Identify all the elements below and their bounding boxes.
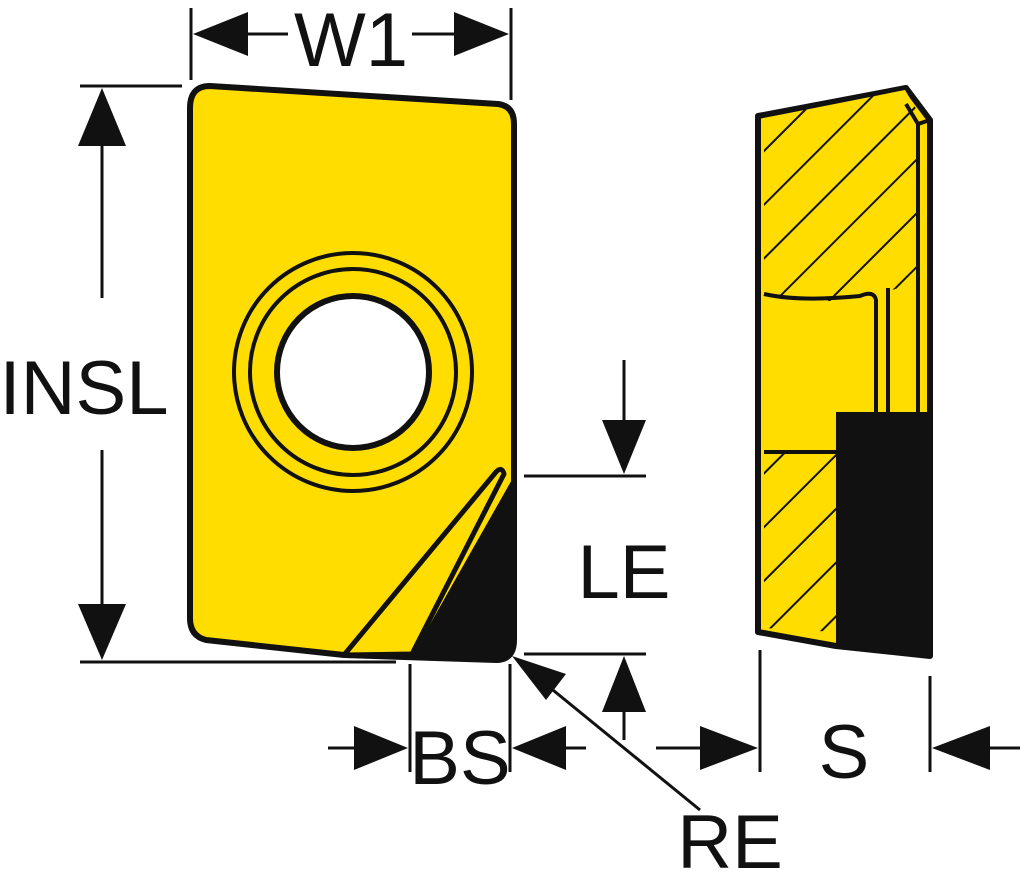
mounting-hole [274, 293, 432, 451]
side-bottom-hatch [764, 452, 836, 632]
insl-arrow-top [78, 88, 126, 146]
bs-arrow-right [512, 726, 566, 770]
hole-inner-ring [248, 267, 458, 477]
hole-outer-ring [232, 251, 474, 493]
w1-arrow-right [454, 12, 509, 56]
dimension-lines [78, 8, 1020, 812]
le-arrow-up [602, 656, 646, 712]
insert-front-view [187, 83, 517, 663]
label-bs: BS [409, 716, 510, 801]
cutting-edge-land [341, 466, 507, 658]
le-arrow-down [602, 420, 646, 474]
w1-arrow-left [193, 12, 248, 56]
label-insl: INSL [0, 346, 168, 431]
re-arrow [512, 656, 566, 700]
s-arrow-left [700, 726, 758, 770]
insert-side-view [755, 85, 933, 659]
insl-arrow-bottom [78, 604, 126, 660]
label-w1: W1 [294, 0, 408, 83]
bs-arrow-left [354, 726, 408, 770]
side-wiper-black [836, 412, 930, 656]
s-arrow-right [932, 726, 990, 770]
side-top-hatch [764, 90, 918, 302]
label-re: RE [677, 800, 783, 874]
wiper-flat [412, 476, 514, 660]
label-s: S [819, 710, 870, 795]
label-le: LE [578, 530, 671, 615]
